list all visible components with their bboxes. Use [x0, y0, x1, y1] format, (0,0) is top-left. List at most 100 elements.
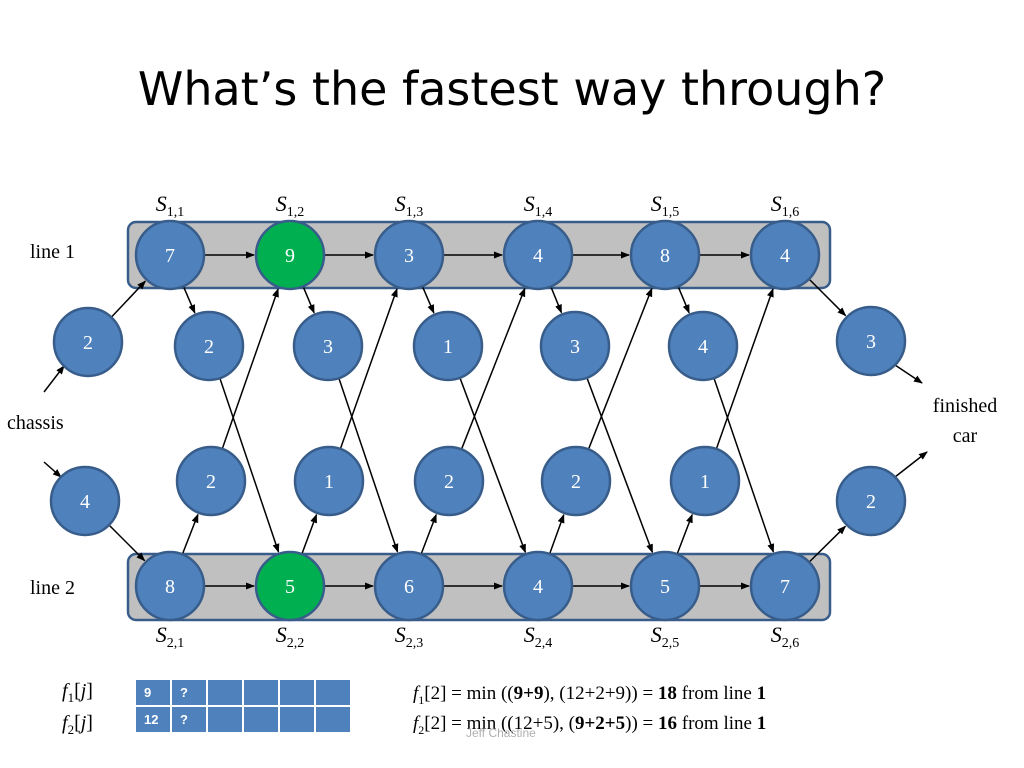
line2-station-node-value: 5: [285, 576, 295, 598]
f1-cell: [242, 678, 280, 707]
transfer-up-arrow: [715, 287, 774, 449]
line2-band: [126, 552, 832, 622]
line2-station-node: 5: [629, 550, 701, 622]
f1-cell: [206, 678, 244, 707]
line2-transfer-node-circle: [293, 445, 365, 517]
line2-station-node-circle: [749, 550, 821, 622]
line2-transfer-node-value: 1: [324, 471, 334, 493]
f2-cell: [206, 705, 244, 734]
line2-exit-node-circle: [835, 465, 907, 537]
line2-transfer-node-value: 2: [206, 471, 216, 493]
transfer-down-arrow: [586, 378, 654, 554]
line1-station-node-circle: [134, 219, 206, 291]
line1-transfer-node-value: 3: [323, 336, 333, 358]
transfer-up-arrow: [339, 287, 398, 449]
f-table: 9 ? 12 ?: [134, 678, 352, 734]
line2-entry-node-circle: [49, 465, 121, 537]
line2-entry-node-value: 4: [80, 491, 90, 513]
line1-station-node-circle: [502, 219, 574, 291]
line1-station-label: S1,1: [156, 191, 185, 220]
line1-station-label: S1,3: [395, 191, 424, 220]
transfer-up-arrow: [588, 287, 653, 449]
entry-arrow: [109, 525, 146, 562]
transfer-down-arrow: [219, 378, 280, 553]
line1-label: line 1: [30, 241, 75, 263]
transfer-down-arrow: [422, 286, 435, 314]
arrows: [43, 251, 928, 590]
f2-row: 12 ?: [134, 705, 352, 734]
transfer-up-arrow: [549, 513, 565, 554]
transfer-up-arrow: [461, 287, 526, 449]
line1-transfer-node: 1: [412, 310, 484, 382]
line2-transfer-node-value: 2: [444, 471, 454, 493]
line2-station-label: S2,3: [395, 622, 424, 651]
line2-transfer-node: 2: [540, 445, 612, 517]
f1-label: f1[j]: [62, 680, 93, 705]
line2-label: line 2: [30, 577, 75, 599]
f1-cell: [278, 678, 316, 707]
transfer-down-arrow: [713, 378, 775, 553]
entry-arrow: [111, 280, 146, 318]
f2-cell: [314, 705, 352, 734]
transfer-down-arrow: [550, 287, 563, 314]
line1-station-node-value: 4: [780, 245, 790, 267]
line2-transfer-node: 2: [175, 445, 247, 517]
transfer-up-arrow: [221, 288, 279, 449]
f1-cell: [314, 678, 352, 707]
line2-transfer-node: 1: [293, 445, 365, 517]
transfer-down-arrow: [302, 287, 315, 314]
line2-transfer-node-circle: [175, 445, 247, 517]
line2-exit-node-value: 2: [866, 491, 876, 513]
line1-transfer-node-circle: [667, 310, 739, 382]
line1-station-node-circle: [254, 219, 326, 291]
line2-transfer-node-circle: [540, 445, 612, 517]
line2-station-node-value: 8: [165, 576, 175, 598]
transfer-down-arrow: [459, 378, 527, 554]
finished-label: finished: [933, 395, 997, 417]
line1-station-node: 4: [749, 219, 821, 291]
transfer-up-arrow: [182, 513, 199, 554]
line1-station-label: S1,6: [771, 191, 800, 220]
f1-cell: 9: [134, 678, 172, 707]
line1-station-node: 9: [254, 219, 326, 291]
line2-station-node: 6: [373, 550, 445, 622]
line2-station-node: 4: [502, 550, 574, 622]
line2-transfer-node: 2: [413, 445, 485, 517]
transfer-down-arrow: [183, 286, 196, 314]
line1-station-node-value: 9: [285, 245, 295, 267]
line1-station-label: S1,2: [276, 191, 305, 220]
line2-exit-node: 2: [835, 465, 907, 537]
line1-transfer-node: 2: [173, 310, 245, 382]
line2-transfer-node: 1: [669, 445, 741, 517]
line1-entry-node: 2: [52, 306, 124, 378]
line1-exit-node-value: 3: [866, 331, 876, 353]
f1-cell: ?: [170, 678, 208, 707]
line2-station-node-value: 7: [780, 576, 790, 598]
transfer-up-arrow: [301, 513, 318, 554]
f1-row: 9 ?: [134, 678, 352, 707]
line1-station-node: 8: [629, 219, 701, 291]
f1-formula: f1[2] = min ((9+9), (12+2+9)) = 18 from …: [413, 683, 767, 707]
f2-cell: ?: [170, 705, 208, 734]
f2-cell: [278, 705, 316, 734]
line1-station-node-value: 8: [660, 245, 670, 267]
slide-title: What’s the fastest way through?: [137, 62, 887, 116]
line1-station-node: 4: [502, 219, 574, 291]
transfer-down-arrow: [677, 287, 690, 314]
line2-entry-node: 4: [49, 465, 121, 537]
line2-station-node-value: 6: [404, 576, 414, 598]
line2-station-node-circle: [254, 550, 326, 622]
chassis-label: chassis: [7, 412, 64, 434]
transfer-down-arrow: [338, 378, 399, 553]
line1-station-node-circle: [373, 219, 445, 291]
exit-arrow: [809, 525, 847, 562]
line2-station-node-circle: [502, 550, 574, 622]
car-label: car: [953, 425, 978, 447]
transfer-up-arrow: [676, 513, 693, 554]
line2-station-node: 7: [749, 550, 821, 622]
line1-transfer-node-value: 1: [443, 336, 453, 358]
chassis-entry-arrow: [43, 365, 65, 393]
